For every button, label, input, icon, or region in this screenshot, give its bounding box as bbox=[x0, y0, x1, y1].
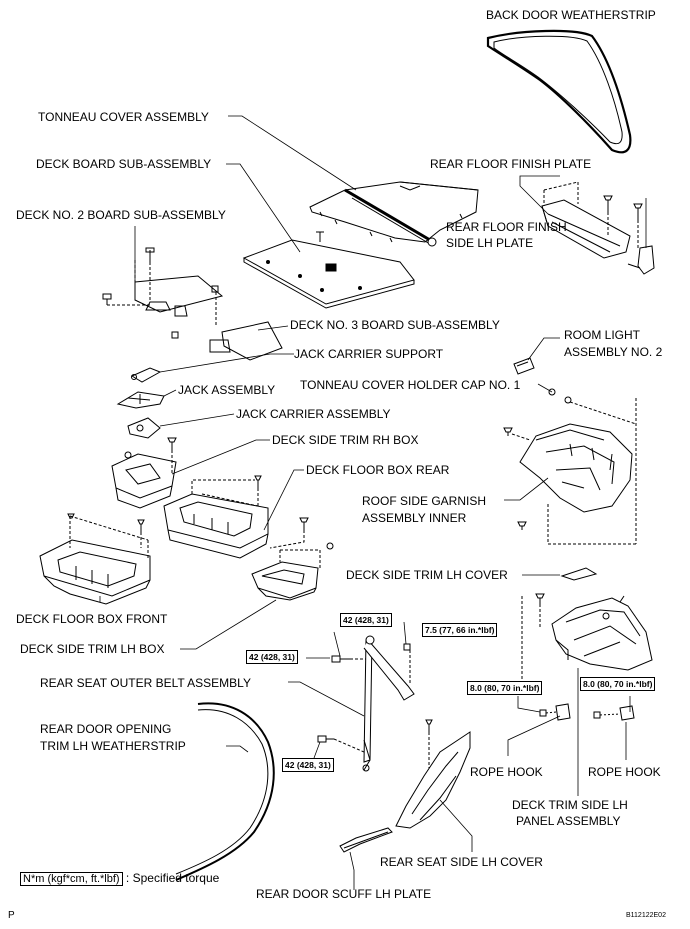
label-deck-side-trim-lh-cover: DECK SIDE TRIM LH COVER bbox=[346, 568, 508, 582]
jack-carrier-assembly-part bbox=[127, 417, 161, 439]
jack-carrier-support-part bbox=[130, 367, 162, 383]
label-rear-floor-finish-side-lh-plate-line2: SIDE LH PLATE bbox=[446, 236, 534, 250]
deck-side-trim-lh-cover-part bbox=[560, 567, 598, 581]
label-rear-door-opening-trim-line2: TRIM LH WEATHERSTRIP bbox=[40, 739, 186, 753]
label-deck-no3-board-sub-assembly: DECK NO. 3 BOARD SUB-ASSEMBLY bbox=[290, 318, 500, 332]
back-door-weatherstrip-part bbox=[486, 29, 632, 154]
rear-door-scuff-lh-plate-part bbox=[339, 827, 393, 853]
rear-seat-side-lh-cover-part bbox=[395, 719, 471, 829]
label-deck-floor-box-front: DECK FLOOR BOX FRONT bbox=[16, 612, 168, 626]
deck-floor-box-front-part bbox=[39, 513, 151, 605]
label-deck-side-trim-lh-box: DECK SIDE TRIM LH BOX bbox=[20, 642, 165, 656]
label-jack-assembly: JACK ASSEMBLY bbox=[178, 383, 276, 397]
tonneau-cover-holder-cap-part bbox=[548, 388, 572, 404]
rear-seat-outer-belt-part bbox=[317, 635, 415, 772]
label-rear-floor-finish-side-lh-plate-line1: REAR FLOOR FINISH bbox=[446, 220, 567, 234]
label-deck-floor-box-rear: DECK FLOOR BOX REAR bbox=[306, 463, 450, 477]
figure-code: B112122E02 bbox=[626, 912, 666, 919]
label-deck-board-sub-assembly: DECK BOARD SUB-ASSEMBLY bbox=[36, 157, 212, 171]
label-jack-carrier-support: JACK CARRIER SUPPORT bbox=[294, 347, 444, 361]
torque-rope-hook-right: 8.0 (80, 70 in.*lbf) bbox=[580, 677, 656, 691]
deck-trim-side-lh-panel-part bbox=[521, 593, 653, 682]
torque-belt-bolt-left: 42 (428, 31) bbox=[246, 650, 298, 664]
torque-belt-upper: 42 (428, 31) bbox=[340, 613, 392, 627]
deck-board-part bbox=[242, 231, 415, 309]
label-deck-trim-side-lh-panel-line1: DECK TRIM SIDE LH bbox=[512, 798, 628, 812]
torque-belt-lower: 42 (428, 31) bbox=[282, 758, 334, 772]
label-roof-side-garnish-line1: ROOF SIDE GARNISH bbox=[362, 494, 487, 508]
tonneau-cover-part bbox=[309, 181, 479, 247]
label-rear-seat-side-lh-cover: REAR SEAT SIDE LH COVER bbox=[380, 855, 543, 869]
label-roof-side-garnish-line2: ASSEMBLY INNER bbox=[362, 511, 467, 525]
roof-side-garnish-part bbox=[503, 398, 637, 545]
torque-belt-anchor-small: 7.5 (77, 66 in.*lbf) bbox=[422, 623, 498, 637]
label-rope-hook-left: ROPE HOOK bbox=[470, 765, 543, 779]
page-letter: P bbox=[8, 910, 15, 921]
torque-rope-hook-left: 8.0 (80, 70 in.*lbf) bbox=[467, 681, 543, 695]
label-room-light-line1: ROOM LIGHT bbox=[564, 328, 641, 342]
label-room-light-line2: ASSEMBLY NO. 2 bbox=[564, 345, 663, 359]
rear-floor-finish-plate-part bbox=[541, 181, 643, 259]
deck-side-trim-rh-box-part bbox=[111, 437, 177, 509]
deck-floor-box-rear-part bbox=[137, 475, 309, 559]
label-deck-side-trim-rh-box: DECK SIDE TRIM RH BOX bbox=[272, 433, 419, 447]
rope-hook-right-part bbox=[593, 705, 635, 721]
label-rear-floor-finish-plate: REAR FLOOR FINISH PLATE bbox=[430, 157, 592, 171]
room-light-part bbox=[513, 357, 535, 375]
deck-side-trim-lh-box-part bbox=[251, 542, 334, 601]
label-jack-carrier-assembly: JACK CARRIER ASSEMBLY bbox=[236, 407, 391, 421]
label-back-door-weatherstrip: BACK DOOR WEATHERSTRIP bbox=[486, 8, 656, 22]
label-tonneau-cover-holder-cap: TONNEAU COVER HOLDER CAP NO. 1 bbox=[300, 378, 521, 392]
label-deck-no2-board-sub-assembly: DECK NO. 2 BOARD SUB-ASSEMBLY bbox=[16, 208, 226, 222]
label-rear-door-opening-trim-line1: REAR DOOR OPENING bbox=[40, 722, 172, 736]
leader-lines bbox=[99, 115, 647, 890]
rear-door-opening-weatherstrip-part bbox=[175, 702, 275, 881]
torque-legend-text: : Specified torque bbox=[125, 871, 220, 885]
label-deck-trim-side-lh-panel-line2: PANEL ASSEMBLY bbox=[516, 814, 621, 828]
torque-legend: N*m (kgf*cm, ft.*lbf) : Specified torque bbox=[20, 871, 220, 886]
deck-no2-board-part bbox=[102, 247, 224, 326]
label-rope-hook-right: ROPE HOOK bbox=[588, 765, 661, 779]
deck-no3-board-part bbox=[171, 321, 283, 361]
torque-legend-unit: N*m (kgf*cm, ft.*lbf) bbox=[20, 872, 123, 886]
label-rear-seat-outer-belt-assembly: REAR SEAT OUTER BELT ASSEMBLY bbox=[40, 676, 251, 690]
rope-hook-left-part bbox=[539, 703, 571, 721]
label-tonneau-cover-assembly: TONNEAU COVER ASSEMBLY bbox=[38, 110, 209, 124]
jack-assembly-part bbox=[116, 391, 165, 409]
label-rear-door-scuff-lh-plate: REAR DOOR SCUFF LH PLATE bbox=[256, 887, 432, 901]
rear-floor-finish-side-plate-part bbox=[627, 245, 655, 275]
